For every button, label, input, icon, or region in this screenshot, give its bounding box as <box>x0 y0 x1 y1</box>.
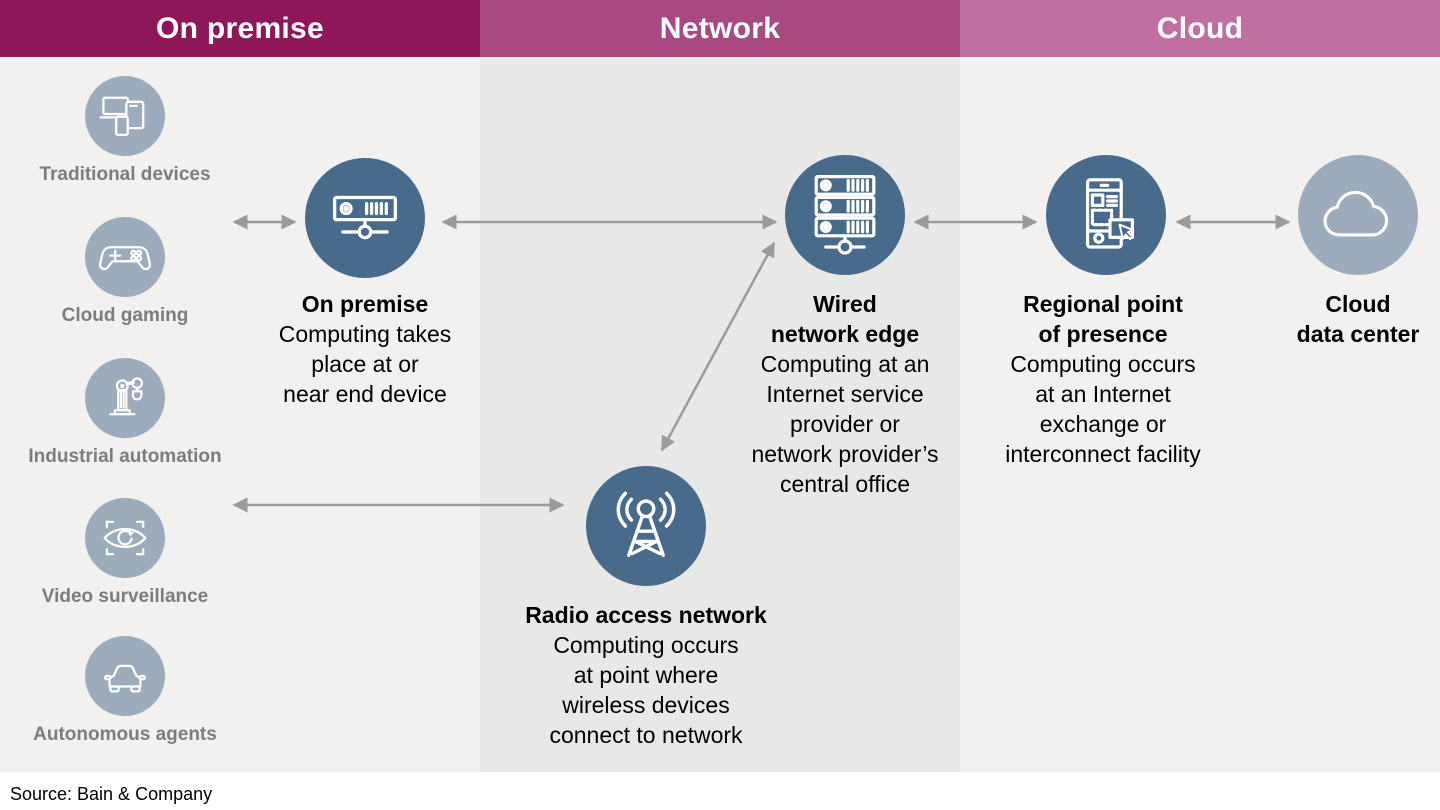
node-desc-line: at point where <box>573 662 719 688</box>
column-header-cloud: Cloud <box>960 0 1440 57</box>
device-label-cloud-gaming: Cloud gaming <box>61 305 189 326</box>
node-circle-regional-point-of-presence <box>1046 155 1166 275</box>
node-title: On premise <box>301 291 429 317</box>
node-desc-line: connect to network <box>549 722 743 748</box>
node-desc-line: near end device <box>283 381 447 407</box>
device-label-video-surveillance: Video surveillance <box>41 586 209 607</box>
node-title: network edge <box>770 321 920 347</box>
device-circle-autonomous-agents <box>85 636 165 716</box>
node-desc-line: network provider’s <box>751 441 939 467</box>
node-desc-line: at an Internet <box>1035 381 1171 407</box>
robot-arm-icon <box>109 377 143 416</box>
mobile-app-icon <box>1086 178 1135 249</box>
server-stack-icon <box>814 175 876 255</box>
node-circle-wired-network-edge <box>785 155 905 275</box>
node-circle-radio-access-network <box>586 466 706 586</box>
node-desc-line: interconnect facility <box>1005 441 1201 467</box>
column-header-on-premise: On premise <box>0 0 480 57</box>
surveillance-eye-icon <box>103 520 147 556</box>
server-icon <box>333 195 397 240</box>
antenna-icon <box>616 491 676 557</box>
node-title: Cloud <box>1325 291 1391 317</box>
device-circle-video-surveillance <box>85 498 165 578</box>
node-desc-line: Computing at an <box>760 351 930 377</box>
node-text-radio-access-network: Radio access network Computing occurs at… <box>486 600 806 750</box>
node-circle-on-premise <box>305 158 425 278</box>
node-title: data center <box>1296 321 1420 347</box>
node-desc-line: place at or <box>311 351 419 377</box>
car-icon <box>104 664 146 693</box>
device-label-autonomous-agents: Autonomous agents <box>33 724 217 745</box>
column-header-network: Network <box>480 0 960 57</box>
node-circle-cloud-data-center <box>1298 155 1418 275</box>
node-title: of presence <box>1038 321 1168 347</box>
node-desc-line: provider or <box>790 411 900 437</box>
node-text-cloud-data-center: Cloud data center <box>1256 289 1440 349</box>
traditional-devices-icon <box>99 96 145 137</box>
node-desc-line: Internet service <box>766 381 924 407</box>
node-text-wired-network-edge: Wired network edge Computing at an Inter… <box>713 289 977 499</box>
node-desc-line: wireless devices <box>562 692 730 718</box>
node-desc-line: Computing occurs <box>1010 351 1196 377</box>
node-desc-line: exchange or <box>1039 411 1167 437</box>
node-desc-line: Computing occurs <box>553 632 739 658</box>
node-desc-line: central office <box>780 471 910 497</box>
node-title: Radio access network <box>525 602 767 628</box>
device-circle-cloud-gaming <box>85 217 165 297</box>
node-title: Regional point <box>1023 291 1183 317</box>
node-text-on-premise: On premise Computing takes place at or n… <box>233 289 497 409</box>
node-desc-line: Computing takes <box>278 321 452 347</box>
node-title: Wired <box>813 291 877 317</box>
device-circle-industrial-automation <box>85 358 165 438</box>
node-text-regional-point-of-presence: Regional point of presence Computing occ… <box>971 289 1235 469</box>
source-attribution: Source: Bain & Company <box>10 784 213 804</box>
gamepad-icon <box>99 246 151 271</box>
device-label-industrial-automation: Industrial automation <box>28 446 222 467</box>
device-label-traditional-devices: Traditional devices <box>39 164 211 185</box>
device-circle-traditional-devices <box>85 76 165 156</box>
cloud-icon <box>1323 190 1389 237</box>
